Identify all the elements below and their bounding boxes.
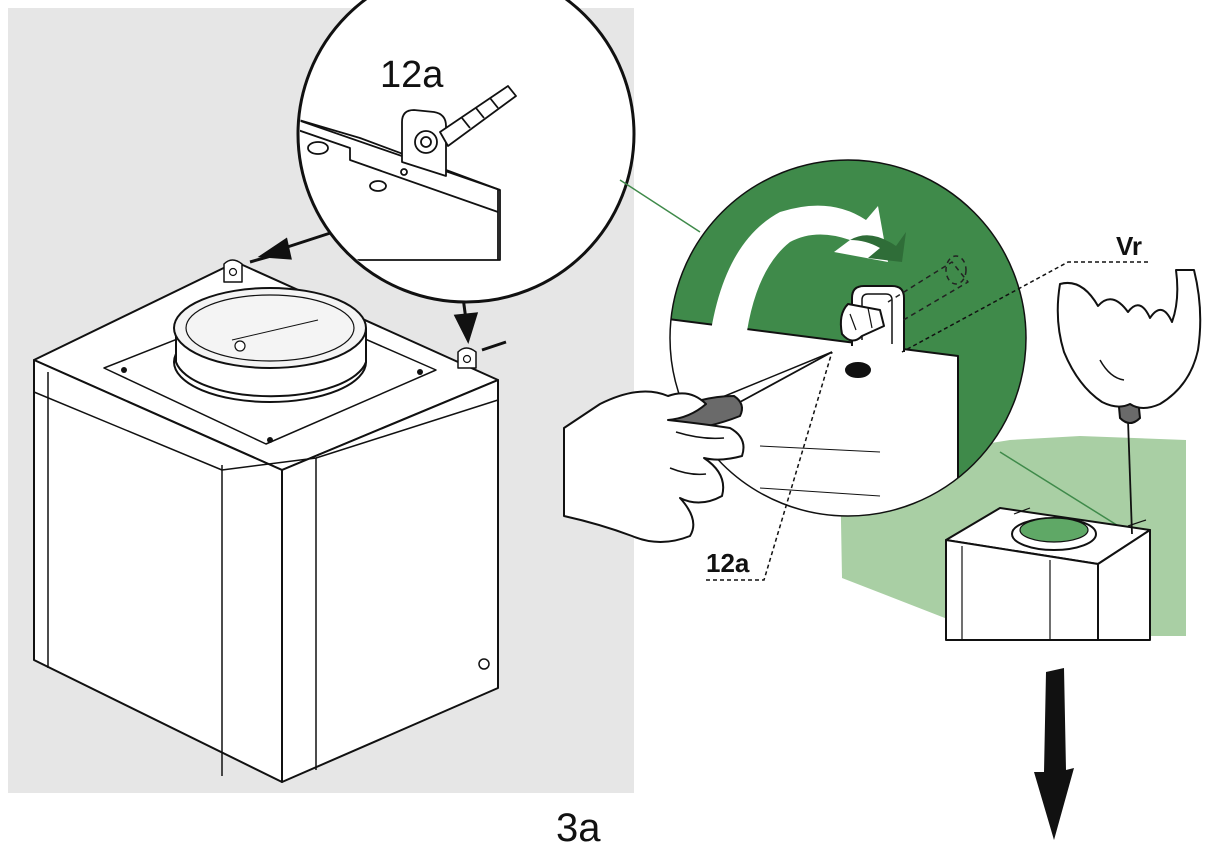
bracket-callout-label: 12a	[706, 548, 750, 578]
direction-arrow-icon	[1034, 668, 1074, 840]
figure-number-label: 3a	[556, 806, 601, 850]
hand-right	[1056, 269, 1202, 409]
zoom-callout-label: 12a	[380, 54, 444, 96]
callout-leaders	[706, 261, 1148, 581]
connector-line	[999, 451, 1129, 533]
hand-left	[563, 390, 745, 543]
rotation-arrow-icon	[708, 205, 888, 354]
small-hood	[945, 507, 1151, 641]
screw-callout-label: Vr	[1116, 231, 1143, 261]
hood-box	[33, 252, 507, 783]
zoom-detail-circle	[296, 0, 636, 304]
connector-line	[619, 179, 701, 233]
